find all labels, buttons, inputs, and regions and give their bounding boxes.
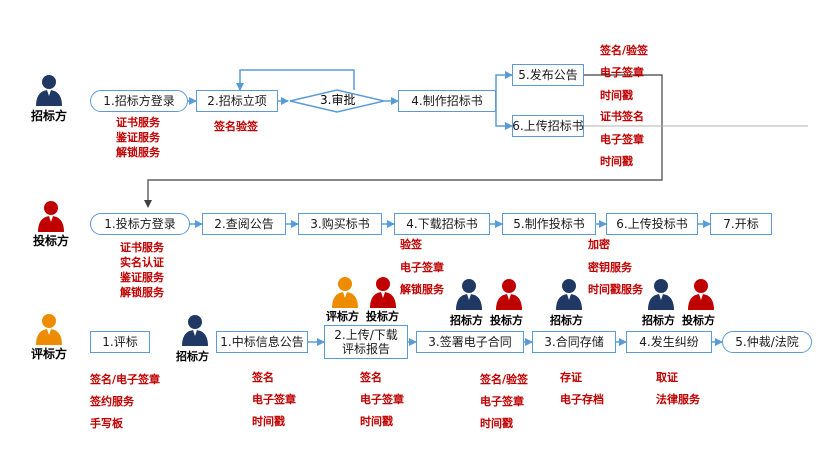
tenderer-person-icon	[34, 74, 64, 106]
role-label-tenderer: 招标方	[31, 109, 68, 123]
step-publish-notice[interactable]: 5.发布公告	[512, 64, 584, 86]
step-approve-label[interactable]: 3.审批	[320, 93, 356, 107]
role-label-tenderer-r3c: 招标方	[550, 314, 583, 327]
step-dispute[interactable]: 4.发生纠纷	[626, 331, 712, 353]
bidder-person-icon-r3a	[368, 276, 398, 308]
note-report-1: 签名	[360, 371, 382, 384]
note-publish-2: 电子签章	[600, 66, 644, 79]
role-label-bidder: 投标方	[33, 234, 70, 248]
step-download-tender-doc[interactable]: 4.下载招标书	[394, 213, 490, 235]
step-upload-download-report[interactable]: 2.上传/下载 评标报告	[324, 325, 408, 359]
role-label-evaluator-r3: 评标方	[326, 310, 359, 323]
step-view-notice[interactable]: 2.查阅公告	[202, 213, 286, 235]
note-contract-1: 签名/验签	[480, 373, 529, 386]
bidder-person-icon-r3b	[494, 278, 524, 310]
arrow-r1-fork	[495, 71, 513, 101]
step-bid-opening[interactable]: 7.开标	[710, 213, 772, 235]
step-sign-contract[interactable]: 3.签署电子合同	[416, 331, 524, 353]
note-bid-upload-2: 密钥服务	[588, 261, 632, 274]
arrow-r1-return	[236, 69, 355, 91]
role-label-bidder-r3d: 投标方	[682, 314, 715, 327]
note-upload-1: 证书签名	[600, 110, 644, 123]
tenderer-person-icon-r3c	[554, 278, 584, 310]
note-login-3: 解锁服务	[116, 146, 160, 159]
evaluator-person-icon-r3	[330, 276, 360, 308]
step-upload-tender-doc[interactable]: 6.上传招标书	[512, 115, 584, 137]
note-announce-2: 电子签章	[252, 393, 296, 406]
arrow-row1-to-row2	[144, 74, 663, 208]
bidder-person-icon	[36, 200, 66, 232]
note-download-3: 解锁服务	[400, 283, 444, 296]
step-make-bid-doc[interactable]: 5.制作投标书	[502, 213, 596, 235]
note-bidder-login-3: 鉴证服务	[120, 271, 164, 284]
role-label-evaluator: 评标方	[31, 347, 68, 361]
step-buy-doc[interactable]: 3.购买标书	[298, 213, 382, 235]
note-evaluate-3: 手写板	[90, 417, 123, 430]
note-contract-2: 电子签章	[480, 395, 524, 408]
note-login-1: 证书服务	[116, 116, 160, 129]
step-contract-storage[interactable]: 3.合同存储	[532, 331, 616, 353]
note-publish-1: 签名/验签	[600, 44, 649, 57]
note-login-2: 鉴证服务	[116, 131, 160, 144]
note-evaluate-2: 签约服务	[90, 395, 134, 408]
step-evaluate[interactable]: 1.评标	[90, 331, 150, 353]
role-label-tenderer-r3d: 招标方	[642, 314, 675, 327]
step-make-tender-doc[interactable]: 4.制作招标书	[398, 90, 496, 112]
step-report-line2: 评标报告	[341, 342, 390, 356]
note-upload-2: 电子签章	[600, 133, 644, 146]
bidder-person-icon-r3d	[686, 278, 716, 310]
role-label-bidder-r3b: 投标方	[490, 314, 523, 327]
step-upload-bid-doc[interactable]: 6.上传投标书	[606, 213, 698, 235]
step-award-notice[interactable]: 1.中标信息公告	[216, 331, 308, 353]
note-bidder-login-4: 解锁服务	[120, 286, 164, 299]
note-storage-2: 电子存档	[560, 393, 604, 406]
arrow-r1-fork2	[495, 101, 513, 130]
note-bidder-login-1: 证书服务	[120, 241, 164, 254]
tenderer-person-icon-r3a	[180, 314, 210, 346]
role-label-tenderer-r3a: 招标方	[176, 350, 209, 363]
role-label-bidder-r3a: 投标方	[366, 310, 399, 323]
note-download-1: 验签	[400, 238, 422, 251]
note-evaluate-1: 签名/电子签章	[90, 373, 161, 386]
note-publish-3: 时间戳	[600, 89, 633, 102]
note-announce-1: 签名	[252, 371, 274, 384]
note-project-1: 签名验签	[214, 120, 258, 133]
note-bid-upload-3: 时间戳服务	[588, 283, 643, 296]
note-storage-1: 存证	[560, 371, 582, 384]
role-label-tenderer-r3b: 招标方	[450, 314, 483, 327]
step-arbitration-court[interactable]: 5.仲裁/法院	[722, 331, 812, 353]
tenderer-person-icon-r3d	[646, 278, 676, 310]
step-tenderer-login[interactable]: 1.招标方登录	[90, 90, 188, 112]
step-approve-diamond	[289, 89, 385, 113]
note-announce-3: 时间戳	[252, 415, 285, 428]
note-contract-3: 时间戳	[480, 417, 513, 430]
note-bidder-login-2: 实名认证	[120, 256, 164, 269]
note-report-2: 电子签章	[360, 393, 404, 406]
step-bidder-login[interactable]: 1.投标方登录	[90, 213, 190, 235]
note-dispute-1: 取证	[656, 371, 678, 384]
note-bid-upload-1: 加密	[588, 238, 610, 251]
evaluator-person-icon	[34, 313, 64, 345]
tenderer-person-icon-r3b	[454, 278, 484, 310]
step-report-line1: 2.上传/下载	[334, 328, 398, 342]
note-report-3: 时间戳	[360, 415, 393, 428]
step-project-setup[interactable]: 2.招标立项	[196, 90, 278, 112]
note-upload-3: 时间戳	[600, 155, 633, 168]
note-download-2: 电子签章	[400, 261, 444, 274]
note-dispute-2: 法律服务	[656, 393, 700, 406]
